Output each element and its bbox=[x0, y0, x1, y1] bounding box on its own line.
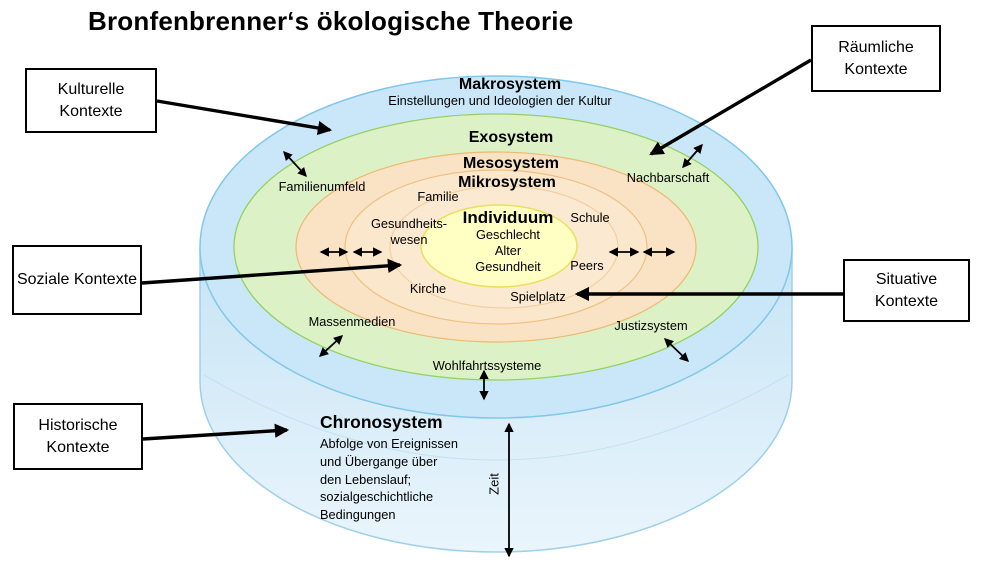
historische-arrow bbox=[142, 423, 290, 441]
chronosystem-block: Chronosystem Abfolge von Ereignissen und… bbox=[320, 412, 458, 524]
individuum-attribute-geschlecht: Geschlecht bbox=[475, 227, 541, 242]
gesundheitswesen-label: Gesundheits- wesen bbox=[370, 216, 448, 247]
chronosystem-label: Chronosystem bbox=[320, 412, 443, 432]
zeit-axis-label: Zeit bbox=[486, 473, 502, 495]
chronosystem-description-line: Bedingungen bbox=[320, 507, 396, 523]
context-arrows bbox=[141, 58, 843, 441]
page-title: Bronfenbrenner‘s ökologische Theorie bbox=[88, 6, 574, 36]
historische-kontexte-box: Historische Kontexte bbox=[13, 403, 143, 470]
peers-label: Peers bbox=[570, 258, 604, 274]
kulturelle-kontexte-box: Kulturelle Kontexte bbox=[25, 68, 157, 133]
spielplatz-label: Spielplatz bbox=[510, 289, 566, 305]
makrosystem-subtitle: Einstellungen und Ideologien der Kultur bbox=[388, 93, 612, 109]
cylinder-seam-line bbox=[203, 374, 789, 461]
individuum-attribute-alter: Alter bbox=[494, 243, 522, 258]
raeumliche-arrow bbox=[649, 58, 812, 156]
familienumfeld-double-arrow bbox=[283, 150, 307, 178]
chronosystem-description-line: Abfolge von Ereignissen bbox=[320, 436, 459, 451]
mesosystem-label: Mesosystem bbox=[462, 155, 560, 172]
chronosystem-description-line: den Lebenslauf; bbox=[320, 471, 412, 487]
massenmedien-label: Massenmedien bbox=[308, 314, 396, 330]
mikrosystem-label: Mikrosystem bbox=[458, 174, 556, 191]
kirche-label: Kirche bbox=[409, 281, 447, 297]
familienumfeld-label: Familienumfeld bbox=[278, 179, 366, 195]
individuum-ellipse bbox=[420, 204, 578, 288]
kulturelle-arrow bbox=[156, 99, 333, 136]
chronosystem-description-line: und Übergange über bbox=[320, 453, 438, 469]
individuum-label: Individuum bbox=[462, 208, 554, 227]
soziale-kontexte-box: Soziale Kontexte bbox=[12, 245, 142, 315]
interaction-arrows bbox=[283, 143, 703, 558]
situative-kontexte-box: Situative Kontexte bbox=[843, 259, 970, 322]
wohlfahrtssysteme-label: Wohlfahrtssysteme bbox=[432, 358, 542, 374]
individuum-attribute-gesundheit: Gesundheit bbox=[475, 259, 541, 274]
massenmedien-double-arrow bbox=[318, 335, 344, 357]
familie-label: Familie bbox=[417, 189, 459, 205]
justizsystem-label: Justizsystem bbox=[614, 318, 688, 334]
nachbarschaft-double-arrow bbox=[682, 143, 703, 169]
exosystem-label: Exosystem bbox=[468, 129, 554, 146]
schule-label: Schule bbox=[570, 210, 610, 226]
raeumliche-kontexte-box: Räumliche Kontexte bbox=[811, 25, 941, 92]
individuum-block: Individuum Geschlecht Alter Gesundheit bbox=[463, 208, 554, 275]
chronosystem-description-line: sozialgeschichtliche bbox=[320, 489, 434, 505]
justizsystem-double-arrow bbox=[663, 338, 690, 362]
soziale-arrow bbox=[141, 258, 403, 285]
nachbarschaft-label: Nachbarschaft bbox=[626, 170, 710, 186]
makrosystem-label: Makrosystem bbox=[458, 76, 562, 93]
